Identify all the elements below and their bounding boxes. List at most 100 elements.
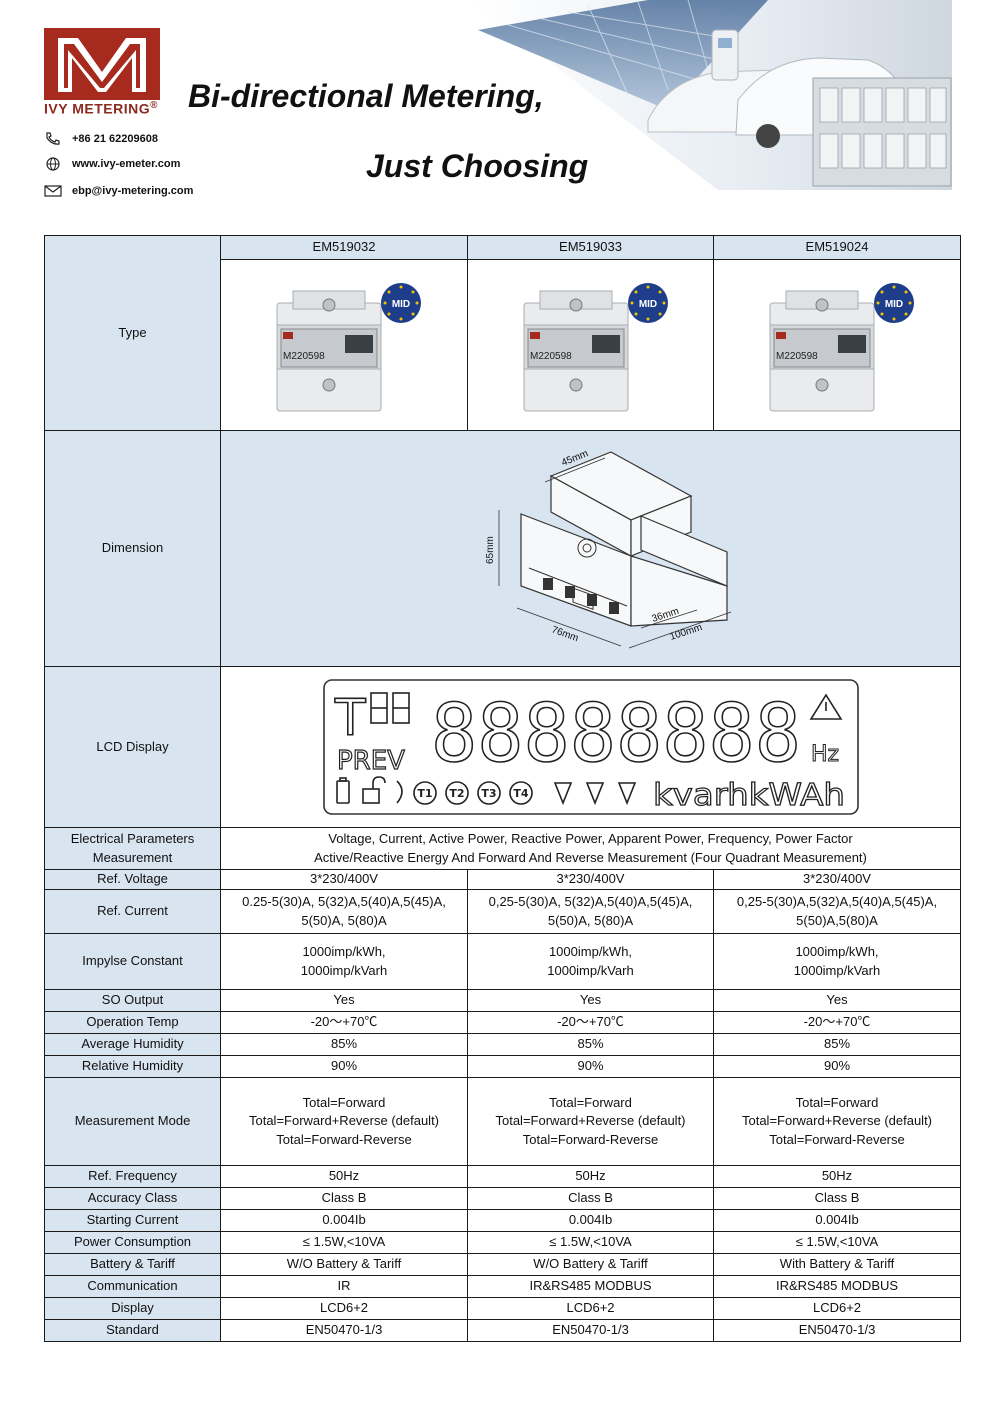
spec-label: Impylse Constant <box>44 933 221 990</box>
spec-value: 3*230/400V <box>467 869 714 890</box>
value-line: 1000imp/kVarh <box>300 962 388 978</box>
ir-signal-icon <box>395 780 403 804</box>
spec-label: Measurement Mode <box>44 1077 221 1166</box>
spec-value: 1000imp/kWh,1000imp/kVarh <box>467 933 714 990</box>
spec-value: 3*230/400V <box>713 869 961 890</box>
spec-value: 85% <box>713 1033 961 1056</box>
model-name: EM519032 <box>220 235 468 260</box>
spec-value: IR&RS485 MODBUS <box>467 1275 714 1298</box>
lcd-display-diagram: T PREV 88888888 Hz <box>322 679 859 815</box>
headline-line-1: Bi-directional Metering, <box>188 78 544 114</box>
page-header: IVY METERING® +86 21 62209608 www.ivy-em… <box>0 0 1000 225</box>
spec-value: With Battery & Tariff <box>713 1253 961 1276</box>
spec-value: 0.004Ib <box>713 1209 961 1232</box>
value-line: 50Hz <box>328 1168 360 1184</box>
envelope-icon <box>44 185 62 197</box>
mid-badge-label: MID <box>392 299 410 310</box>
spec-value: EN50470-1/3 <box>713 1319 961 1342</box>
value-line: LCD6+2 <box>812 1300 862 1316</box>
elec-params-label: Electrical Parameters Measurement <box>44 827 221 870</box>
company-logo <box>44 28 160 100</box>
meter-image-cell: M220598 MID <box>467 259 714 431</box>
lcd-digits: 88888888 <box>431 687 801 780</box>
email-link[interactable]: ebp@ivy-metering.com <box>72 185 194 197</box>
warning-icon <box>809 693 842 720</box>
meter-product-image: M220598 MID <box>523 283 668 412</box>
spec-value: 0.004Ib <box>220 1209 468 1232</box>
value-line: 5(50)A, 5(80)A <box>301 912 387 928</box>
label-line: Measurement <box>92 849 173 865</box>
value-line: Total=Forward+Reverse (default) <box>495 1113 686 1129</box>
value-line: W/O Battery & Tariff <box>286 1256 402 1272</box>
tariff-t1-icon <box>412 781 437 805</box>
spec-value: 50Hz <box>713 1165 961 1188</box>
value-line: IR <box>337 1278 351 1294</box>
dim-depth: 76mm <box>549 624 579 644</box>
tariff-t4-icon <box>508 781 533 805</box>
spec-value: W/O Battery & Tariff <box>220 1253 468 1276</box>
website-link[interactable]: www.ivy-emeter.com <box>72 158 181 170</box>
spec-value: -20～+70℃ <box>467 1011 714 1034</box>
spec-label: Accuracy Class <box>44 1187 221 1210</box>
lcd-prev-label: PREV <box>337 746 405 776</box>
value-line: 50Hz <box>575 1168 606 1184</box>
spec-value: 50Hz <box>220 1165 468 1188</box>
value-line: Class B <box>321 1190 367 1206</box>
spec-value: 1000imp/kWh, 1000imp/kVarh <box>220 933 468 990</box>
value-line: 90% <box>577 1058 604 1074</box>
value-line: LCD6+2 <box>319 1300 369 1316</box>
spec-value: 90% <box>713 1055 961 1078</box>
value-line: 5(50)A, 5(80)A <box>547 912 634 928</box>
spec-value: ≤ 1.5W,<10VA <box>713 1231 961 1254</box>
spec-table: Type EM519032 EM519033 EM519024 M220598 … <box>44 235 961 1342</box>
spec-row: Power Consumption≤ 1.5W,<10VA≤ 1.5W,<10V… <box>44 1231 961 1254</box>
elec-params-value: Voltage, Current, Active Power, Reactive… <box>220 827 961 870</box>
value-line: 5(50)A,5(80)A <box>796 912 878 928</box>
value-line: Total=Forward-Reverse <box>769 1131 905 1147</box>
dimension-label: Dimension <box>44 430 221 667</box>
value-line: 0,25-5(30)A,5(32)A,5(40)A,5(45)A, <box>736 894 938 910</box>
model-name: EM519024 <box>713 235 961 260</box>
value-line: -20～+70℃ <box>310 1014 378 1030</box>
value-line: 0.004Ib <box>568 1212 613 1228</box>
spec-value: Class B <box>220 1187 468 1210</box>
value-line: 85% <box>823 1036 851 1052</box>
value-line: 0.004Ib <box>815 1212 859 1228</box>
value-line: Class B <box>814 1190 860 1206</box>
spec-label: Operation Temp <box>44 1011 221 1034</box>
value-line: W/O Battery & Tariff <box>533 1256 648 1272</box>
value-line: Yes <box>826 992 848 1008</box>
value-line: Total=Forward-Reverse <box>522 1131 659 1147</box>
triangle-down-icon <box>617 782 636 806</box>
spec-value: W/O Battery & Tariff <box>467 1253 714 1276</box>
value-line: ≤ 1.5W,<10VA <box>302 1234 386 1250</box>
contact-website: www.ivy-emeter.com <box>44 157 180 171</box>
value-line: Active/Reactive Energy And Forward And R… <box>314 849 867 865</box>
value-line: 1000imp/kWh, <box>795 944 879 960</box>
value-line: Total=Forward <box>302 1095 386 1111</box>
hero-banner-image <box>468 0 952 190</box>
value-line: 85% <box>330 1036 358 1052</box>
lcd-label: LCD Display <box>44 666 221 828</box>
model-header-row: Type EM519032 EM519033 EM519024 <box>44 235 961 431</box>
value-line: -20～+70℃ <box>803 1014 871 1030</box>
spec-value: EN50470-1/3 <box>467 1319 714 1342</box>
lcd-cell: T PREV 88888888 Hz <box>220 666 961 828</box>
tariff-label: T4 <box>513 787 529 800</box>
value-line: 1000imp/kWh, <box>302 944 386 960</box>
headline-line-2: Just Choosing <box>366 148 589 184</box>
tariff-label: T1 <box>417 787 432 800</box>
brand-name: IVY METERING® <box>44 100 158 117</box>
spec-label: Standard <box>44 1319 221 1342</box>
value-line: EN50470-1/3 <box>798 1322 876 1338</box>
spec-row: Impylse Constant 1000imp/kWh, 1000imp/kVar… <box>44 933 961 990</box>
spec-value: Yes <box>467 989 714 1012</box>
